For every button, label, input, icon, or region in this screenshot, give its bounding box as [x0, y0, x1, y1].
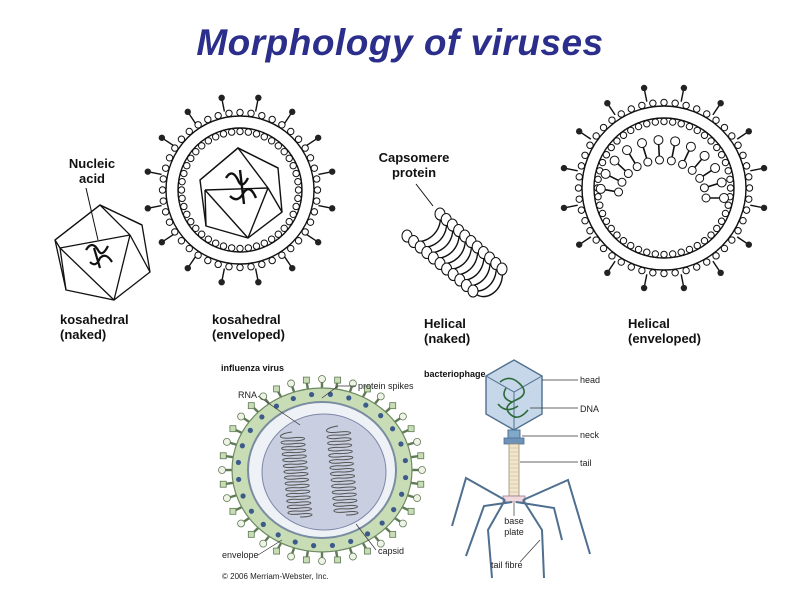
base-plate-label: base plate [500, 516, 528, 538]
base-plate [503, 496, 525, 502]
phage-head [486, 360, 542, 430]
tail-fibre-label: tail fibre [491, 560, 523, 570]
collar [504, 438, 524, 444]
tail-sheath [509, 444, 519, 496]
tail-label: tail [580, 458, 592, 468]
head-label: head [580, 375, 600, 385]
dna-label: DNA [580, 404, 599, 414]
neck-label: neck [580, 430, 599, 440]
